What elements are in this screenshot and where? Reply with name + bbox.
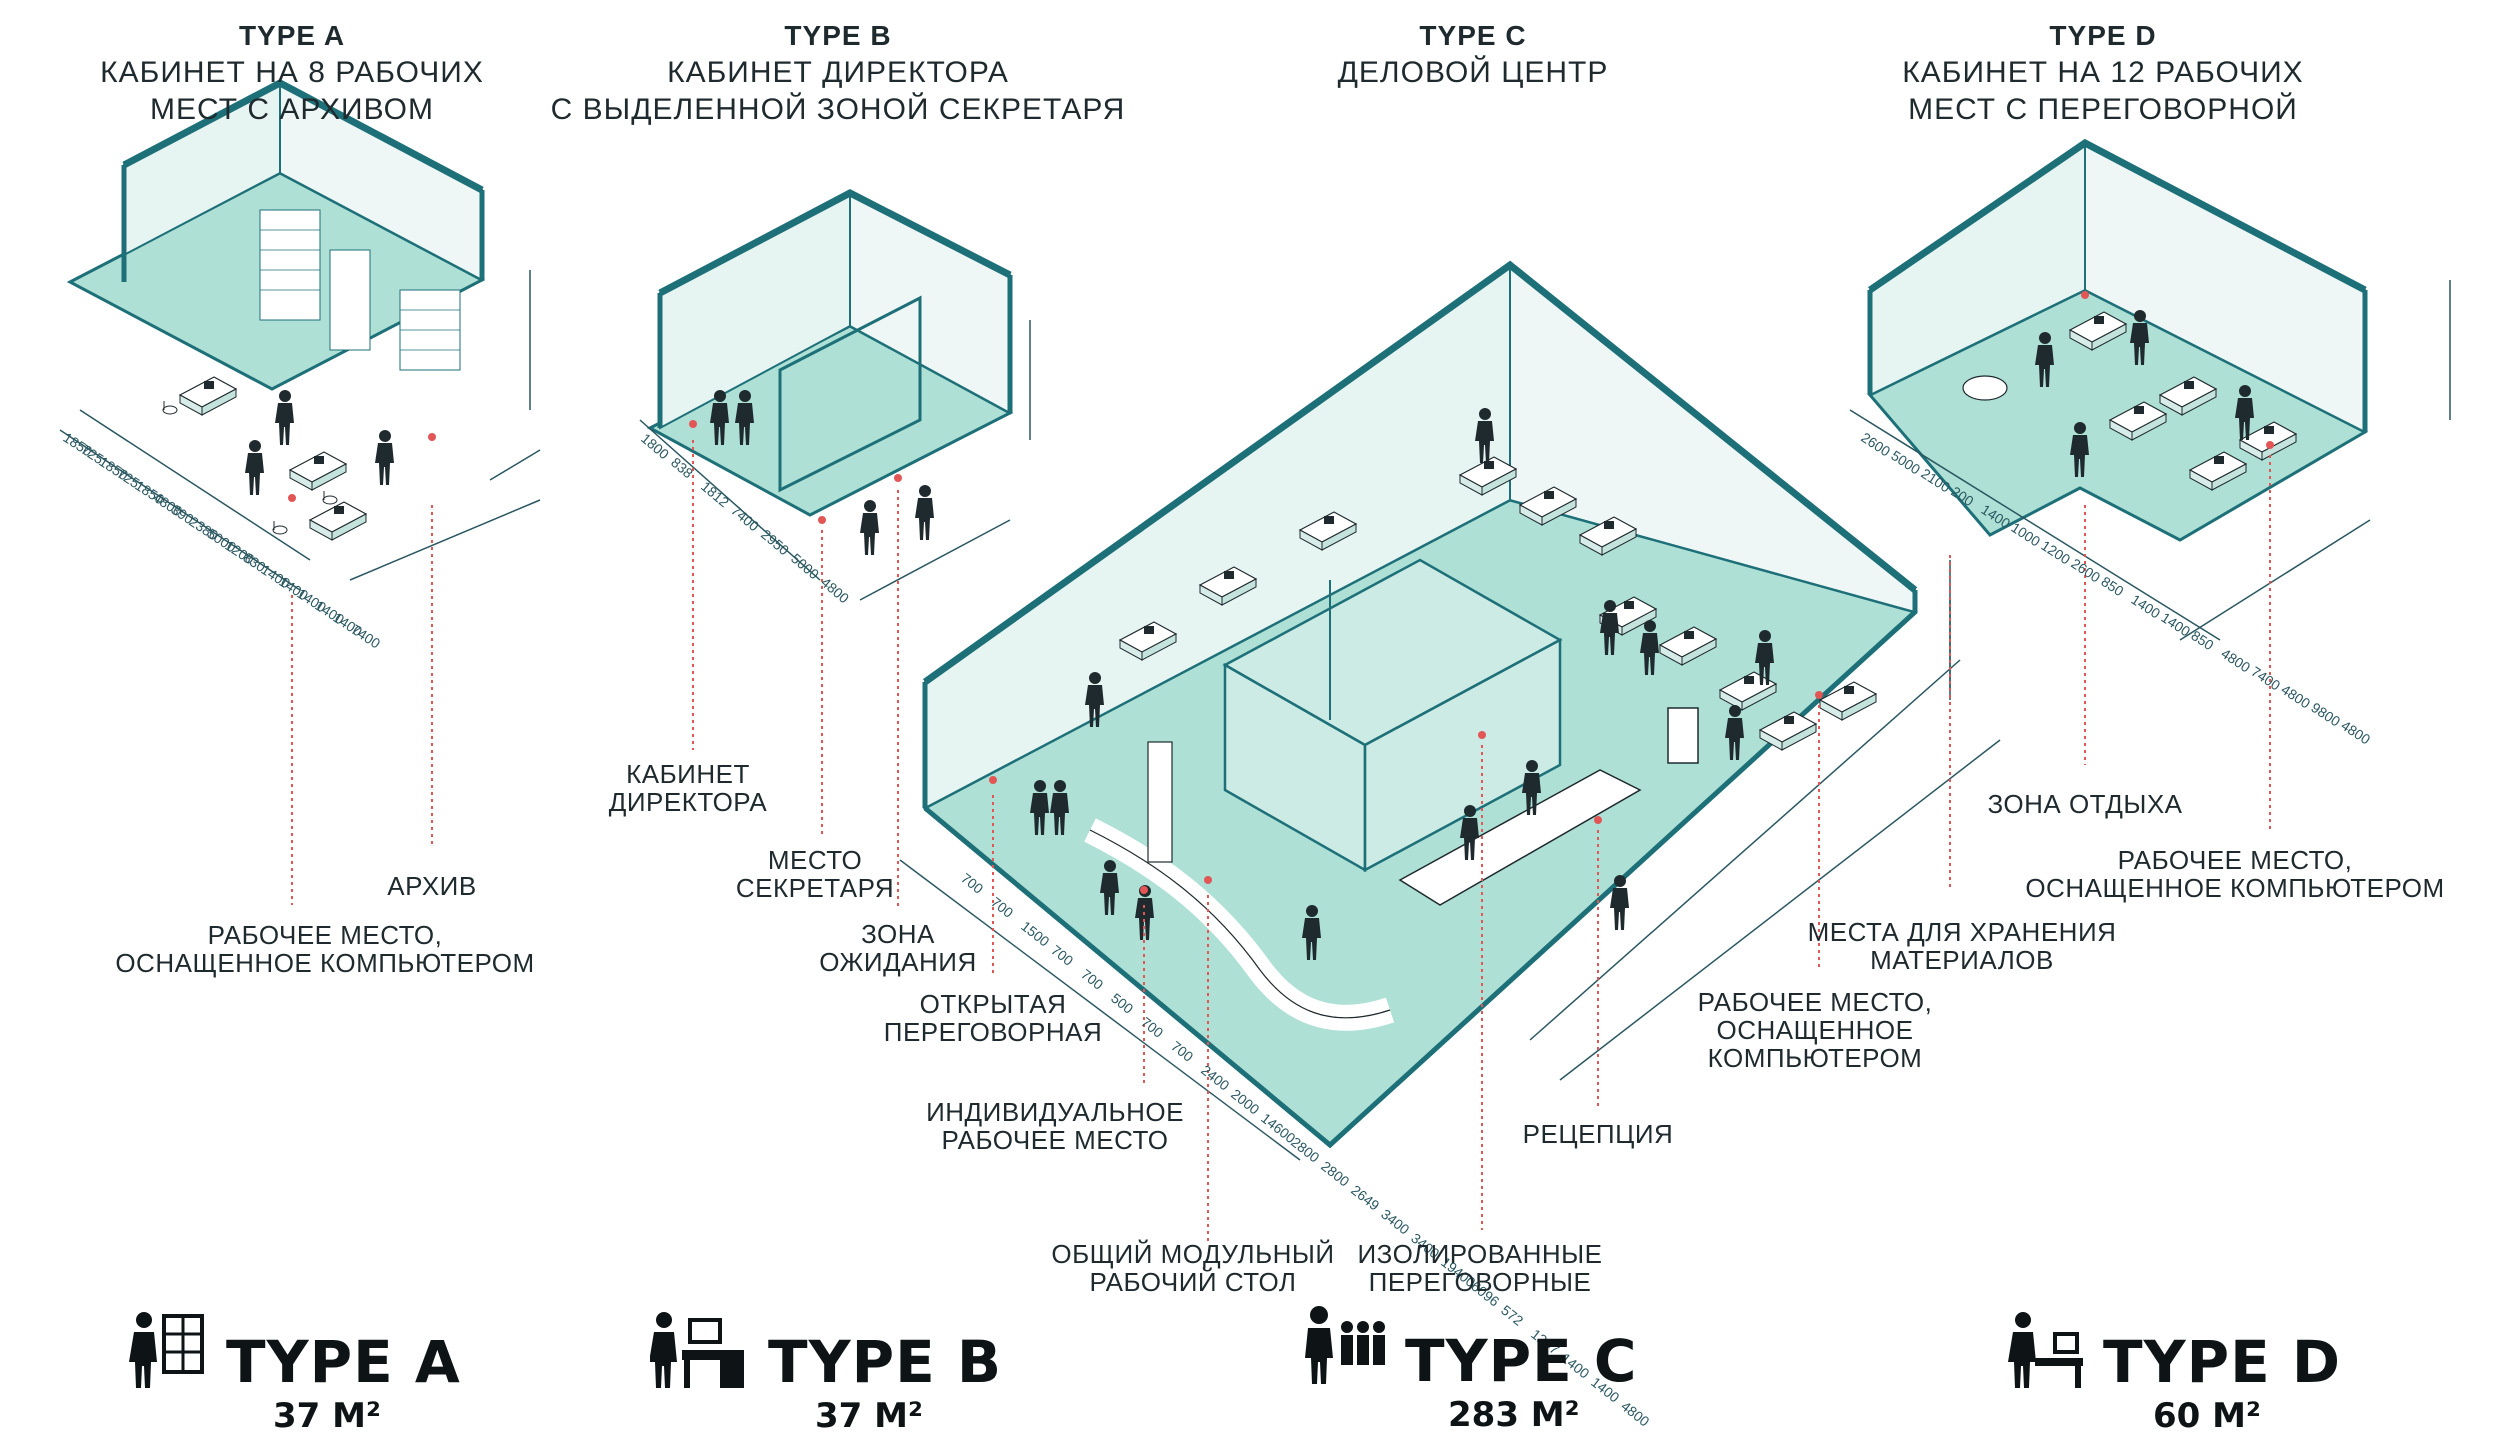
type-a-badge: TYPE A 37 М² bbox=[128, 1310, 461, 1434]
dimension-label: 1000 bbox=[2008, 519, 2043, 549]
dimension-label: 700 bbox=[1078, 966, 1106, 993]
dimension-label: 9800 bbox=[2308, 699, 2343, 729]
dimension-label: 2800 bbox=[1318, 1158, 1353, 1190]
label-rest-zone: ЗОНА ОТДЫХА bbox=[1987, 789, 2183, 819]
plan-type-b bbox=[639, 189, 1031, 910]
archive-worker-icon bbox=[129, 1312, 204, 1388]
type-d-title: TYPE D bbox=[2049, 20, 2157, 51]
type-a-title: TYPE A bbox=[238, 20, 346, 51]
dimension-label: 700 bbox=[1168, 1038, 1196, 1065]
type-d-badge-label: TYPE D bbox=[2103, 1328, 2342, 1396]
dimension-label: 4800 bbox=[2218, 645, 2253, 675]
type-d-header: TYPE D КАБИНЕТ НА 12 РАБОЧИХ МЕСТ С ПЕРЕ… bbox=[1902, 18, 2303, 128]
dimension-label: 850 bbox=[2098, 573, 2126, 599]
team-icon bbox=[1305, 1306, 1385, 1384]
type-c-badge-label: TYPE C bbox=[1405, 1327, 1638, 1395]
dimension-label: 1200 bbox=[2038, 537, 2073, 567]
type-b-badge-label: TYPE B bbox=[768, 1328, 1003, 1396]
type-c-area: 283 М² bbox=[1448, 1395, 1580, 1435]
dimension-label: 7400 bbox=[2248, 663, 2283, 693]
type-d-badge: TYPE D 60 М² bbox=[2005, 1310, 2340, 1434]
type-c-badge: TYPE C 283 М² bbox=[1305, 1305, 1725, 1435]
dimension-label: 700 bbox=[1048, 942, 1076, 969]
plan-type-a bbox=[59, 79, 541, 905]
dimension-label: 2649 bbox=[1348, 1182, 1383, 1214]
workstation-icon bbox=[2008, 1312, 2083, 1388]
dimension-label: 2000 bbox=[1228, 1086, 1263, 1118]
dimension-label: 1400 bbox=[2128, 591, 2163, 621]
label-d-workplace: РАБОЧЕЕ МЕСТО,ОСНАЩЕННОЕ КОМПЬЮТЕРОМ bbox=[2025, 845, 2445, 903]
dimension-label: 4800 bbox=[818, 574, 852, 606]
dimension-label: 2400 bbox=[1198, 1062, 1233, 1094]
dimension-label: 7400 bbox=[348, 621, 383, 651]
dimension-label: 2600 bbox=[2068, 555, 2103, 585]
type-a-subtitle-line2: МЕСТ С АРХИВОМ bbox=[150, 93, 434, 126]
dimension-label: 2950 bbox=[758, 526, 792, 558]
dimension-label: 700 bbox=[1138, 1014, 1166, 1041]
type-a-area: 37 М² bbox=[273, 1396, 381, 1436]
dimension-label: 4800 bbox=[2338, 717, 2373, 747]
plan-type-c bbox=[899, 260, 2001, 1245]
type-a-badge-label: TYPE A bbox=[226, 1328, 461, 1396]
dimension-label: 2800 bbox=[1288, 1134, 1323, 1166]
type-d-area: 60 М² bbox=[2153, 1396, 2261, 1436]
dimension-label: 500 bbox=[1108, 990, 1136, 1017]
type-b-area: 37 М² bbox=[815, 1396, 923, 1436]
dimension-label: 700 bbox=[958, 870, 986, 897]
dimension-label: 850 bbox=[2188, 627, 2216, 653]
type-b-title: TYPE B bbox=[784, 20, 892, 51]
dimension-label: 4800 bbox=[2278, 681, 2313, 711]
dimension-label: 1500 bbox=[1018, 918, 1053, 950]
type-b-subtitle-line1: КАБИНЕТ ДИРЕКТОРА bbox=[667, 56, 1009, 89]
type-c-header: TYPE C ДЕЛОВОЙ ЦЕНТР bbox=[1338, 18, 1609, 91]
type-d-subtitle-line1: КАБИНЕТ НА 12 РАБОЧИХ bbox=[1902, 56, 2304, 89]
director-desk-icon bbox=[650, 1312, 744, 1388]
type-c-title: TYPE C bbox=[1419, 20, 1527, 51]
label-archive: АРХИВ bbox=[387, 871, 477, 901]
type-d-subtitle-line2: МЕСТ С ПЕРЕГОВОРНОЙ bbox=[1908, 93, 2298, 126]
type-a-header: TYPE A КАБИНЕТ НА 8 РАБОЧИХ МЕСТ С АРХИВ… bbox=[100, 18, 484, 128]
plan-type-d bbox=[1849, 138, 2451, 890]
type-a-subtitle-line1: КАБИНЕТ НА 8 РАБОЧИХ bbox=[100, 56, 484, 89]
type-c-subtitle-line1: ДЕЛОВОЙ ЦЕНТР bbox=[1337, 56, 1609, 89]
dimension-label: 7400 bbox=[728, 502, 762, 534]
dimension-label: 1812 bbox=[698, 478, 732, 510]
type-b-badge: TYPE B 37 М² bbox=[650, 1310, 1001, 1434]
type-b-header: TYPE B КАБИНЕТ ДИРЕКТОРА С ВЫДЕЛЕННОЙ ЗО… bbox=[551, 18, 1126, 128]
label-a-workplace: РАБОЧЕЕ МЕСТО,ОСНАЩЕННОЕ КОМПЬЮТЕРОМ bbox=[115, 920, 535, 978]
dimension-label: 3400 bbox=[1378, 1206, 1413, 1238]
label-reception: РЕЦЕПЦИЯ bbox=[1522, 1119, 1674, 1149]
type-b-subtitle-line2: С ВЫДЕЛЕННОЙ ЗОНОЙ СЕКРЕТАРЯ bbox=[550, 93, 1126, 126]
